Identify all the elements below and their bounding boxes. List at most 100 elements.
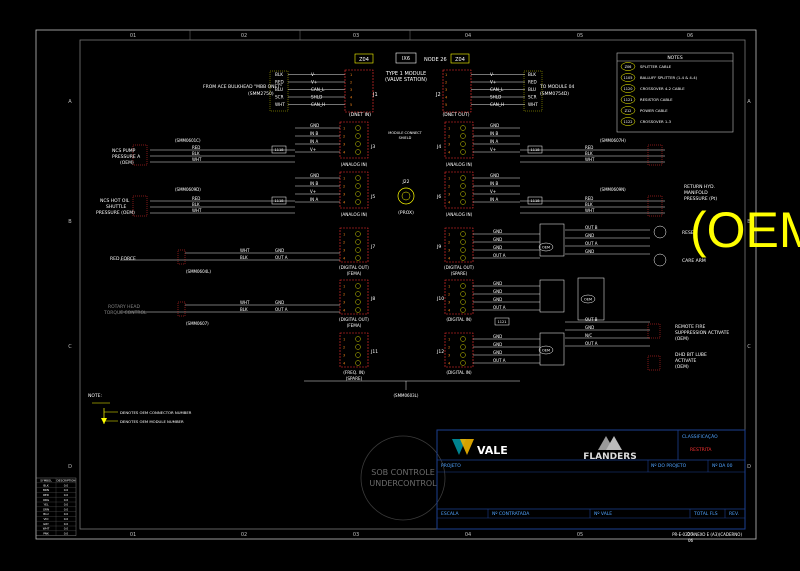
rev-cell: 0.0 <box>64 503 69 507</box>
dnet-out-signal: V+ <box>490 80 497 85</box>
digital-signal: GND <box>493 334 502 339</box>
right-device-2-name: RETURN HYD. <box>684 184 715 190</box>
left-device-1-name3: (OEM) <box>120 160 134 166</box>
connector-pin-circle <box>460 125 466 131</box>
connector-pin: 3 <box>448 249 450 253</box>
device-wire-color: RED <box>192 196 200 201</box>
dnet-out-signal: SHLD <box>490 95 501 100</box>
digital-label-2: (FEMA) <box>347 323 362 328</box>
connector-pin: 4 <box>343 362 346 366</box>
page-number: 06 <box>688 538 694 543</box>
right-outputs: RESET CARE ARM REMOTE FIRE SUPPRESSION A… <box>675 230 729 370</box>
analog-signal: V+ <box>490 189 496 194</box>
device-connector <box>177 301 186 317</box>
red-force-cable: (SMM0604L) <box>186 269 211 274</box>
left-device-1-name2: PRESSURE A <box>112 154 141 160</box>
connector-pin: 1 <box>448 285 450 289</box>
dnet-in-color: BLU <box>275 87 283 92</box>
connector-id: J6 <box>436 194 441 200</box>
connector-id: J3 <box>370 144 375 150</box>
dnet-pin: 4 <box>445 96 448 100</box>
dnet-out-signal: V- <box>490 72 495 77</box>
rev-cell: VIO <box>44 517 50 521</box>
device-wire-color: BLK <box>585 202 593 207</box>
digital-signal: GND <box>493 350 502 355</box>
connector-pin: 3 <box>343 301 345 305</box>
right-device-2-cable: (SMM0609N) <box>600 187 626 192</box>
analog-in-label: (ANALOG IN) <box>446 162 473 167</box>
digital-signal: GND <box>493 245 502 250</box>
connector-pin: 1 <box>343 233 345 237</box>
note-text: CROSSOVER 1-3 <box>640 119 672 124</box>
no-folha-label: Nº DA 00 <box>712 463 733 469</box>
col-label-bottom: 01 <box>130 532 136 538</box>
note-tag-text: 1105 <box>624 76 633 80</box>
note-tag <box>620 117 636 126</box>
row-label-right: B <box>747 219 751 225</box>
red-force-label: RED FORCE <box>110 256 136 262</box>
wire-signal: OUT A <box>275 307 288 312</box>
connector-pin-circle <box>355 141 361 147</box>
dnet-out-color: WHT <box>528 102 538 107</box>
note-tag-text: Z06 <box>625 65 632 69</box>
digital-label: (DIGITAL IN) <box>446 370 472 375</box>
note-text: POWER CABLE <box>640 108 668 113</box>
title-block: VALE FLANDERS CLASSIFICAÇÃO RESTRITA PRO… <box>436 429 746 543</box>
digital-label: (FREQ. IN) <box>343 370 365 375</box>
analog-signal: IN B <box>310 181 318 186</box>
left-device-2-name: NCS HOT OIL <box>100 198 130 204</box>
note-tag <box>620 73 636 82</box>
connector-pin: 2 <box>448 293 450 297</box>
left-device-1-name: NCS PUMP <box>112 148 136 154</box>
cable-tag-text: 1118 <box>275 199 284 203</box>
connector-id: J10 <box>436 296 444 302</box>
dnet-pin: 2 <box>350 81 352 85</box>
escala-label: ESCALA <box>441 511 460 517</box>
classificacao-label: CLASSIFICAÇÃO <box>682 433 718 440</box>
col-label-bottom: 05 <box>577 532 583 538</box>
rev-cell: 0.0 <box>64 483 69 487</box>
connector-pin: 1 <box>448 233 450 237</box>
right-device-2-name3: PRESSURE (Pt) <box>684 196 717 202</box>
cable-tag <box>494 317 510 326</box>
rev-header: DESCRIPTION <box>57 479 76 483</box>
device-connector <box>647 323 661 339</box>
rev-cell: BLK <box>43 483 48 487</box>
connector-box <box>339 279 369 315</box>
device-wire-color: BLK <box>192 202 200 207</box>
analog-signal: IN A <box>490 197 498 202</box>
rev-cell: 0.0 <box>64 512 69 516</box>
total-fls-label: TOTAL FLS <box>693 511 718 517</box>
rev-cell: 0.0 <box>64 488 69 492</box>
note-tag-text: Z12 <box>625 109 632 113</box>
dhd-lube-label: DHD BIT LUBE <box>675 352 707 358</box>
rev-cell: BRN <box>43 488 49 492</box>
connector-pin-circle <box>355 125 361 131</box>
note-tag <box>620 95 636 104</box>
rev-cell: RED <box>43 493 49 497</box>
digital-signal: OUT B <box>585 317 598 322</box>
j2-label: J2 <box>435 92 441 98</box>
connector-pin-circle <box>355 299 361 305</box>
rev-cell: 0.0 <box>64 507 69 511</box>
connector-pin-circle <box>355 183 361 189</box>
connector-pin: 3 <box>448 301 450 305</box>
connector-pin: 3 <box>343 193 345 197</box>
oem-tag-text: OEM <box>584 298 592 302</box>
digital-signal: GND <box>493 342 502 347</box>
connector-pin-circle <box>460 231 466 237</box>
connector-pin: 1 <box>343 338 345 342</box>
projeto-label: PROJETO <box>441 463 461 469</box>
row-label-left: A <box>68 99 72 105</box>
wire-color: WHT <box>240 248 250 253</box>
digital-signal: GND <box>493 297 502 302</box>
connector-pin-circle <box>355 352 361 358</box>
digital-signal: OUT A <box>493 358 506 363</box>
analog-signal: IN A <box>490 139 498 144</box>
dnet-out-label: (DNET OUT) <box>443 112 470 118</box>
connector-pin: 1 <box>343 177 345 181</box>
connector-pin: 3 <box>343 249 345 253</box>
dnet-left-bracket <box>269 70 289 112</box>
